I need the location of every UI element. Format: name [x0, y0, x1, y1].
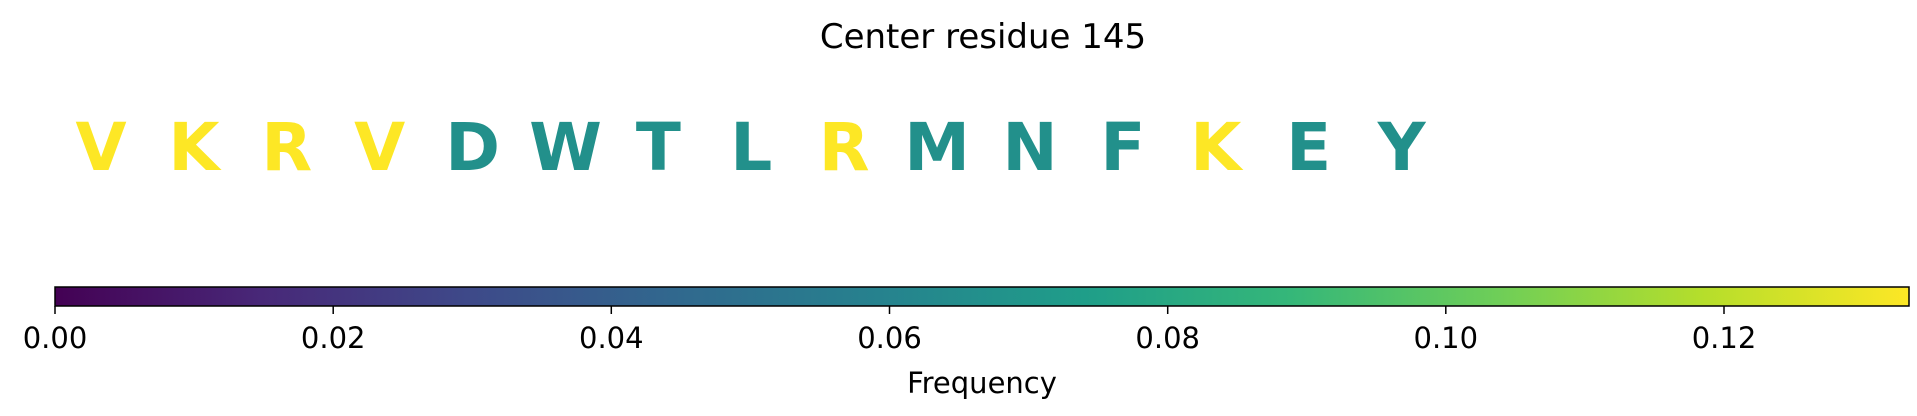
chart-title: Center residue 145: [820, 17, 1146, 57]
residue-letter: K: [1190, 109, 1244, 186]
colorbar-tick-label: 0.02: [301, 321, 366, 355]
residue-letter: F: [1100, 109, 1145, 186]
colorbar-tick-label: 0.06: [857, 321, 922, 355]
residue-letter: V: [75, 109, 126, 186]
residue-letter: L: [730, 109, 772, 186]
colorbar-axis-label: Frequency: [907, 366, 1057, 400]
colorbar-ticks: 0.00 0.02 0.04 0.06 0.08 0.10 0.12: [23, 306, 1757, 355]
colorbar-tick-label: 0.12: [1692, 321, 1757, 355]
colorbar-gradient-bar: [55, 287, 1909, 306]
residue-letter: K: [168, 109, 222, 186]
residue-letter: V: [354, 109, 405, 186]
residue-letter: Y: [1377, 109, 1427, 186]
colorbar-frame: [54, 286, 1910, 307]
colorbar-tick-label: 0.04: [579, 321, 644, 355]
residue-letter: R: [261, 109, 312, 186]
residue-letter: N: [1002, 109, 1057, 186]
residue-letter: R: [819, 109, 870, 186]
residue-letter: E: [1286, 109, 1331, 186]
residue-letter: D: [445, 109, 500, 186]
residue-letter: M: [904, 109, 970, 186]
colorbar-tick-label: 0.08: [1135, 321, 1200, 355]
colorbar: 0.00 0.02 0.04 0.06 0.08 0.10 0.12: [23, 286, 1910, 355]
residue-letter: W: [529, 109, 602, 186]
colorbar-tick-label: 0.00: [23, 321, 88, 355]
colorbar-tick-label: 0.10: [1414, 321, 1479, 355]
residue-letter: T: [636, 109, 681, 186]
